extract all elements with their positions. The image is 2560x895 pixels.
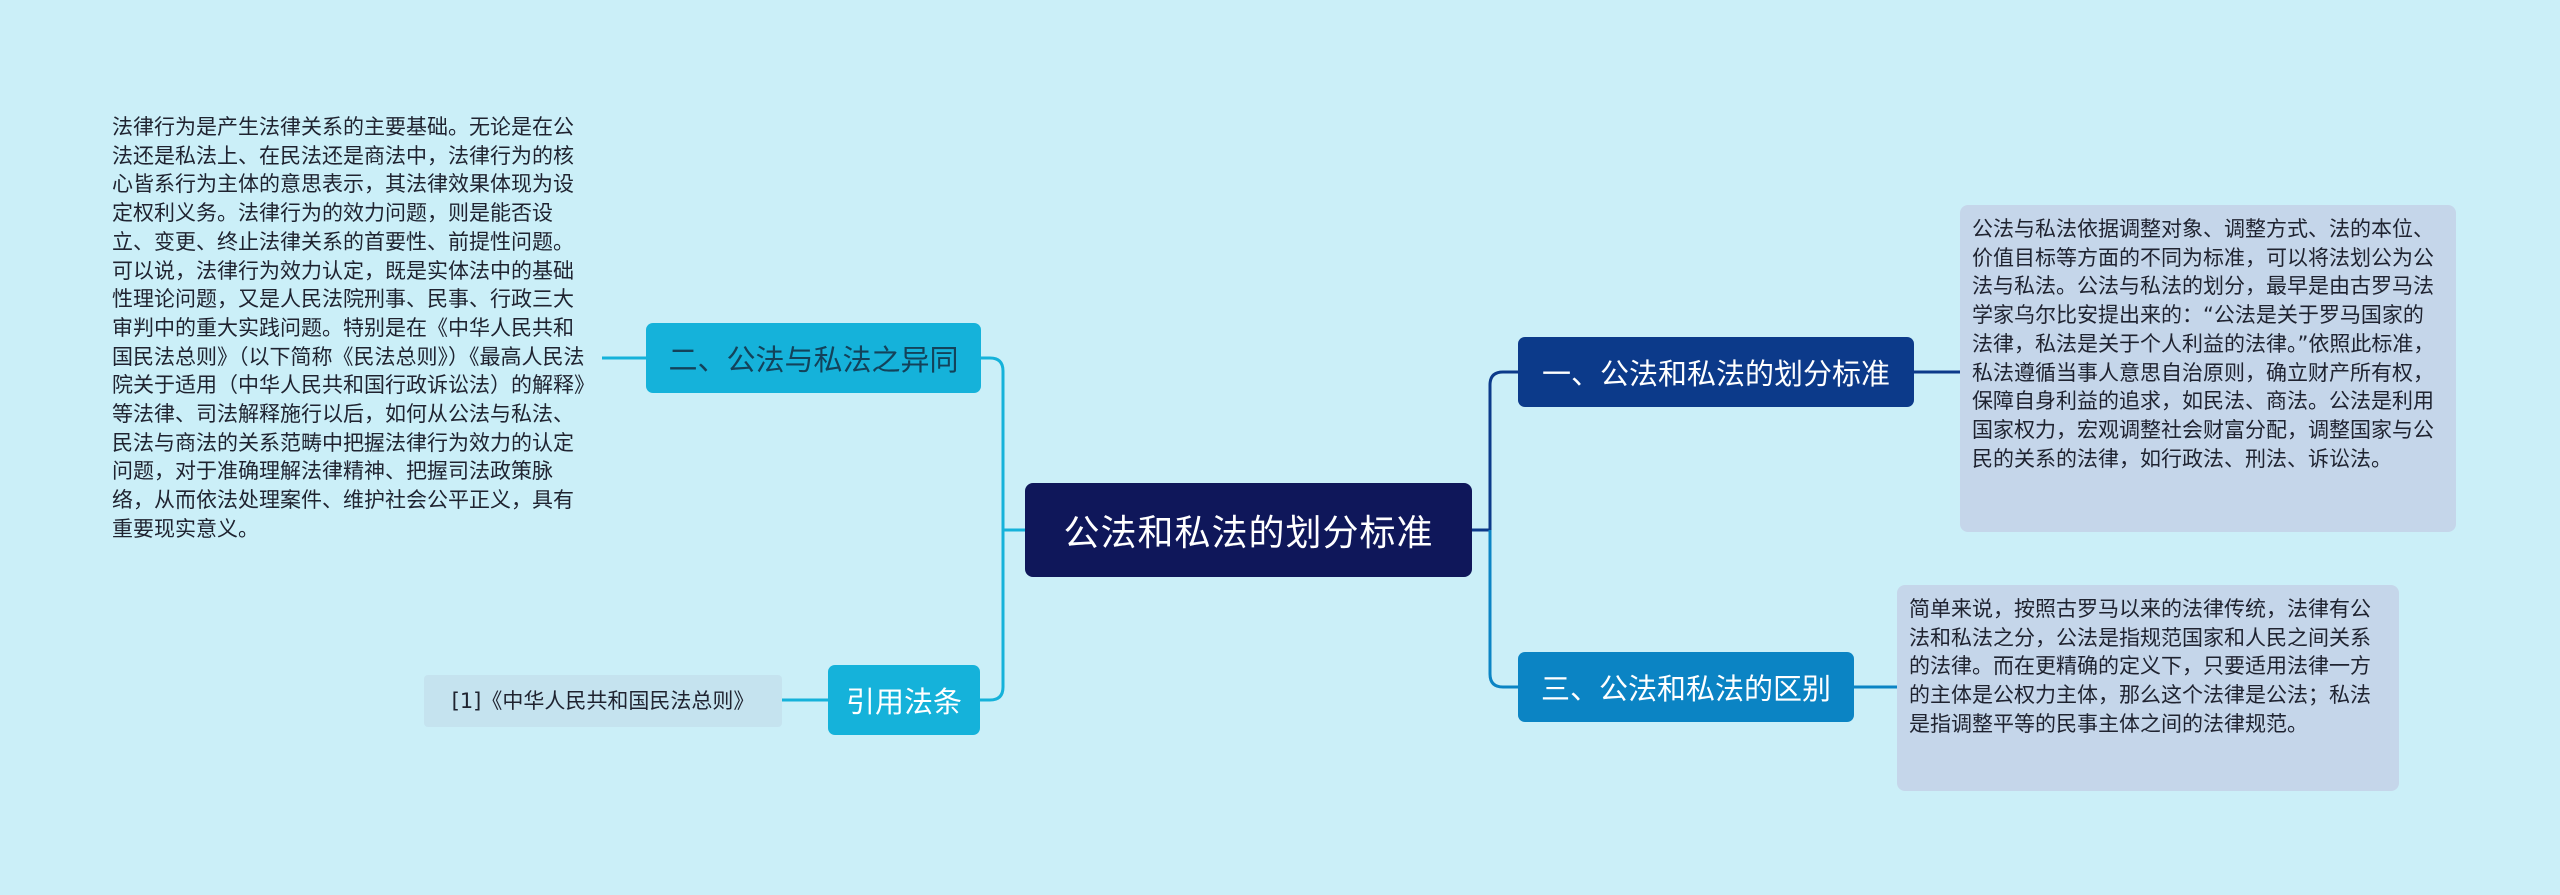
central-topic[interactable]: 公法和私法的划分标准 xyxy=(1025,483,1472,577)
leaf-node-2[interactable]: 法律行为是产生法律关系的主要基础。无论是在公法还是私法上、在民法还是商法中，法律… xyxy=(112,115,585,541)
link-center-to-branch-3 xyxy=(1488,530,1518,689)
branch-node-1[interactable]: 一、公法和私法的划分标准 xyxy=(1518,337,1914,407)
link-center-to-branch-4 xyxy=(980,530,1005,702)
branch-node-4[interactable]: 引用法条 xyxy=(828,665,980,735)
link-center-to-branch-2 xyxy=(981,356,1025,532)
leaf-node-3[interactable]: 简单来说，按照古罗马以来的法律传统，法律有公法和私法之分，公法是指规范国家和人民… xyxy=(1897,585,2399,791)
leaf-node-4[interactable]: [1]《中华人民共和国民法总则》 xyxy=(424,675,782,727)
leaf-node-1[interactable]: 公法与私法依据调整对象、调整方式、法的本位、价值目标等方面的不同为标准，可以将法… xyxy=(1960,205,2456,532)
link-center-to-branch-1 xyxy=(1472,370,1518,532)
branch-node-3[interactable]: 三、公法和私法的区别 xyxy=(1518,652,1854,722)
branch-node-2[interactable]: 二、公法与私法之异同 xyxy=(646,323,981,393)
